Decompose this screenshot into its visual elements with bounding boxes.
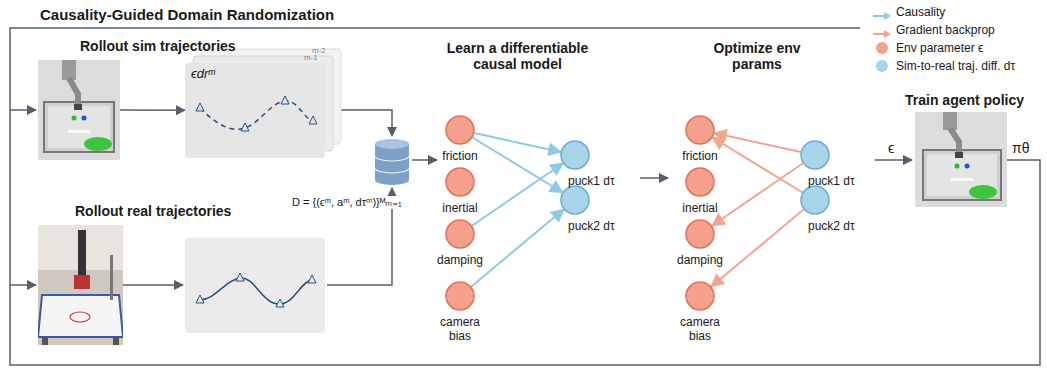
legend-arrow (872, 11, 892, 21)
param-label: inertial (672, 201, 728, 215)
node-circle (800, 185, 830, 215)
node-circle (685, 281, 715, 311)
legend-swatch (876, 60, 888, 72)
panel-heading: Rollout sim trajectories (80, 38, 236, 54)
circle-shape (445, 281, 475, 311)
rollout-panel: Rollout sim trajectories (80, 38, 236, 54)
trajectory-card: ϵdrᵐ (185, 63, 325, 158)
causal-arrow (474, 133, 561, 152)
node-circle (685, 219, 715, 249)
scene-drawing (38, 60, 120, 160)
param-label: inertial (432, 201, 488, 215)
diff-label: puck1 dτ (560, 174, 640, 188)
node-circle (685, 115, 715, 145)
causal-arrow (472, 138, 562, 193)
circle-shape (800, 140, 830, 170)
legend-text: Causality (896, 5, 945, 19)
annotation-label: m-1 (304, 53, 318, 62)
env-param-node: friction (672, 115, 728, 163)
diff-label: puck2 dτ (800, 219, 880, 233)
annotation-label: Optimize env params (713, 40, 801, 72)
circle-shape (445, 167, 475, 197)
gradient-arrow (712, 163, 803, 226)
env-param-node: friction (432, 115, 488, 163)
legend-row: Gradient backprop (872, 22, 995, 38)
scene-drawing (915, 112, 1007, 207)
node-circle (560, 140, 590, 170)
rollout-panel: Train agent policy (905, 92, 1024, 108)
param-label: damping (672, 253, 728, 267)
env-param-node: inertial (672, 167, 728, 215)
circle-shape (560, 140, 590, 170)
traj-diff-node: puck2 dτ (800, 185, 880, 233)
gradient-arrow (711, 209, 804, 286)
legend-row: Causality (872, 4, 945, 20)
traj-diff-node: puck1 dτ (800, 140, 880, 188)
param-label: damping (432, 253, 488, 267)
causal-arrow (471, 209, 564, 286)
circle-shape (445, 219, 475, 249)
env-param-node: camera bias (672, 281, 728, 343)
gradient-arrow (714, 133, 801, 152)
circle-shape (800, 185, 830, 215)
annotation-label: Learn a differentiable causal model (435, 40, 600, 72)
diff-label: puck1 dτ (800, 174, 880, 188)
causal-arrow (472, 163, 563, 226)
traj-diff-node: puck1 dτ (560, 140, 640, 188)
traj-diff-node: puck2 dτ (560, 185, 640, 233)
annotation-label: ϵ (888, 140, 894, 156)
node-circle (445, 281, 475, 311)
legend-row: Env parameter ϵ (872, 40, 983, 56)
rollout-panel: Rollout real trajectories (75, 203, 231, 219)
circle-shape (685, 219, 715, 249)
flow-arrow (120, 109, 185, 111)
legend-text: Gradient backprop (896, 23, 995, 37)
panel-heading: Train agent policy (905, 92, 1024, 108)
legend-arrow (872, 29, 892, 39)
legend-text: Env parameter ϵ (896, 41, 983, 55)
node-circle (445, 115, 475, 145)
env-param-node: camera bias (432, 281, 488, 343)
param-label: camera bias (432, 315, 488, 343)
env-param-node: damping (432, 219, 488, 267)
panel-heading: Rollout real trajectories (75, 203, 231, 219)
scene-drawing (38, 225, 123, 345)
legend-line-sample (872, 25, 892, 35)
node-circle (685, 167, 715, 197)
env-param-node: damping (672, 219, 728, 267)
scene-illustration (38, 225, 123, 345)
legend-row: Sim-to-real traj. diff. dτ (872, 58, 1015, 74)
gradient-arrow (712, 138, 802, 193)
env-param-node: inertial (432, 167, 488, 215)
param-label: friction (672, 149, 728, 163)
scene-illustration (915, 112, 1007, 207)
node-circle (445, 167, 475, 197)
legend-text: Sim-to-real traj. diff. dτ (896, 59, 1015, 73)
node-circle (560, 185, 590, 215)
annotation-label: πθ (1012, 140, 1029, 156)
diagram-title: Causality-Guided Domain Randomization (40, 6, 334, 23)
circle-shape (685, 167, 715, 197)
loop-frame (10, 28, 1040, 365)
diff-label: puck2 dτ (560, 219, 640, 233)
circle-shape (685, 115, 715, 145)
annotation-label: D = {(ϵᵐ, aᵐ, dτᵐ)}ᴹₘ₌₁ (290, 196, 404, 209)
param-label: camera bias (672, 315, 728, 343)
legend-swatch (876, 42, 888, 54)
circle-shape (685, 281, 715, 311)
node-circle (445, 219, 475, 249)
database-icon (375, 139, 409, 185)
param-label: friction (432, 149, 488, 163)
param-symbol: ϵdrᵐ (185, 63, 221, 84)
circle-shape (445, 115, 475, 145)
real-trajectory-card (185, 238, 325, 333)
circle-shape (560, 185, 590, 215)
scene-illustration (38, 60, 120, 160)
node-circle (800, 140, 830, 170)
legend-line-sample (872, 7, 892, 17)
